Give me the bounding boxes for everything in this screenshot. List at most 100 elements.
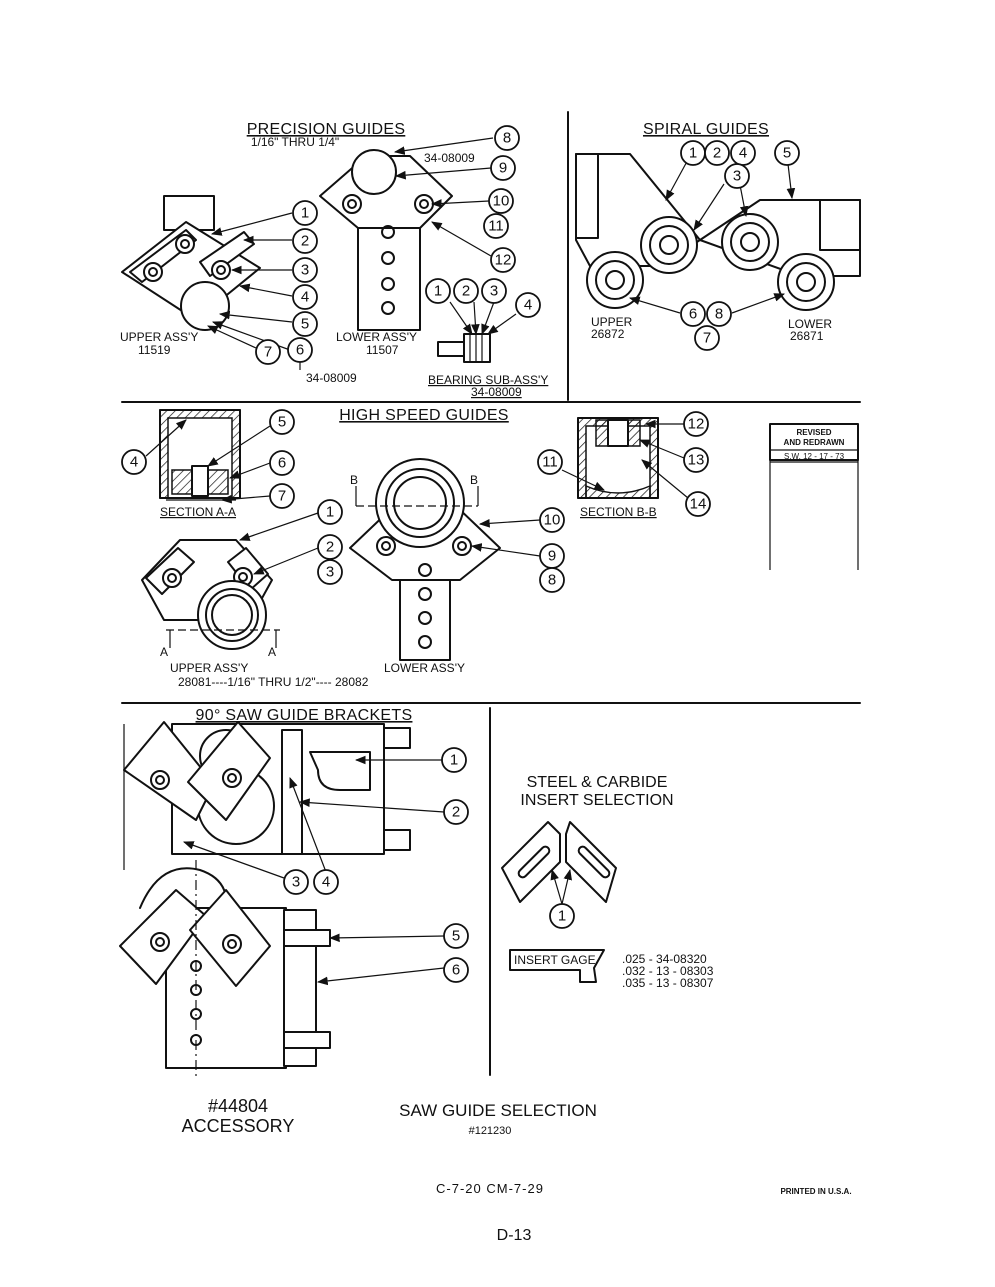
label-text: 1 (326, 504, 334, 521)
callout-3 (292, 257, 318, 283)
label-text: 1 (450, 752, 458, 769)
bracket-top (123, 721, 411, 870)
label-text: 2 (301, 233, 309, 250)
callout-circle (683, 411, 709, 437)
precision-upper-assembly (121, 195, 261, 331)
label-text: 3 (733, 168, 741, 185)
label-text: 5 (278, 414, 286, 431)
label-text: 4 (301, 289, 309, 306)
label-text: 6 (296, 342, 304, 359)
label-text: 10 (493, 193, 510, 210)
callout-circle (317, 559, 343, 585)
label-text: 4 (739, 145, 747, 162)
callout-circle (694, 325, 720, 351)
accessory-label: ACCESSORY (182, 1116, 295, 1136)
bracket-title: 90° SAW GUIDE BRACKETS (196, 707, 413, 724)
callout-circle (121, 449, 147, 475)
bracket-section: 90° SAW GUIDE BRACKETS (119, 707, 469, 1136)
label-text: 8 (715, 306, 723, 323)
precision-lower-assembly (319, 149, 453, 331)
precision-upper-label: UPPER ASS'Y (120, 330, 198, 344)
bracket-callouts: 1 2 3 4 5 6 (283, 747, 469, 983)
spiral-lower-label: LOWER (788, 317, 832, 331)
bearing-callout-2 (453, 278, 479, 304)
label-text: 3 (301, 262, 309, 279)
high-speed-leaders (145, 419, 689, 575)
label-text: 8 (503, 130, 511, 147)
callout-circle (313, 869, 339, 895)
section-dividers (121, 111, 861, 1076)
spiral-callouts: 1 2 4 5 3 6 8 7 (680, 140, 800, 351)
callout-circle (549, 903, 575, 929)
label-text: 12 (688, 416, 705, 433)
precision-title: PRECISION GUIDES (247, 121, 406, 138)
precision-top-part: 34-08009 (424, 151, 475, 165)
bearing-label: BEARING SUB-ASS'Y (428, 373, 548, 387)
label-text: 7 (264, 344, 272, 361)
callout-circle (443, 799, 469, 825)
callout-11 (483, 213, 509, 239)
hs-upper-label: UPPER ASS'Y (170, 661, 248, 675)
callout-circle (774, 140, 800, 166)
revision-line1: REVISED (796, 428, 831, 437)
label-text: 14 (690, 496, 707, 513)
label-text: 11 (542, 454, 558, 471)
callout-4 (292, 284, 318, 310)
callout-6 (287, 337, 313, 363)
callout-2 (292, 228, 318, 254)
label-text: 4 (524, 297, 532, 314)
revision-box: REVISED AND REDRAWN S.W. 12 - 17 - 73 (769, 423, 859, 570)
label-text: 4 (322, 874, 330, 891)
precision-guides-section: PRECISION GUIDES 1/16" THRU 1/4" (120, 121, 548, 399)
label-text: 3 (326, 564, 334, 581)
section-b-label: SECTION B-B (580, 505, 657, 519)
bearing-callout-3 (481, 278, 507, 304)
bracket-leaders (182, 755, 445, 986)
label-text: 6 (278, 455, 286, 472)
precision-upper-part: 11519 (138, 343, 171, 357)
callout-circle (537, 449, 563, 475)
revision-line3: S.W. 12 - 17 - 73 (784, 452, 845, 461)
callout-7 (255, 339, 281, 365)
callout-circle (724, 163, 750, 189)
footer-codes: C-7-20 CM-7-29 (436, 1181, 544, 1196)
label-text: 1 (558, 908, 566, 925)
callout-circle (317, 499, 343, 525)
callout-circle (443, 923, 469, 949)
callout-circle (706, 301, 732, 327)
letter-a-right: A (268, 645, 276, 659)
callout-8 (494, 125, 520, 151)
label-text: 2 (452, 804, 460, 821)
main-number: #121230 (469, 1125, 512, 1137)
spiral-rollers (586, 213, 835, 311)
hs-parts-line: 28081----1/16" THRU 1/2"---- 28082 (178, 675, 369, 689)
callout-circle (269, 483, 295, 509)
spiral-upper-part: 26872 (591, 327, 625, 341)
label-text: 13 (688, 452, 705, 469)
label-text: 6 (452, 962, 460, 979)
label-text: 6 (689, 306, 697, 323)
callout-circle (283, 869, 309, 895)
section-b-view (577, 417, 659, 499)
label-text: 12 (495, 252, 512, 269)
letter-a-left: A (160, 645, 168, 659)
gage-part-1: .025 - 34-08320 (622, 952, 707, 966)
label-text: 10 (544, 512, 561, 529)
callout-circle (539, 567, 565, 593)
spiral-guides-section: SPIRAL GUIDES 1 2 4 5 3 6 8 7 UPP (575, 121, 861, 351)
precision-bottom-part: 34-08009 (306, 371, 357, 385)
bearing-sub-assembly (437, 333, 491, 363)
footer: SAW GUIDE SELECTION #121230 C-7-20 CM-7-… (399, 1101, 851, 1244)
insert-section: STEEL & CARBIDE INSERT SELECTION 1 INSER… (501, 774, 714, 990)
label-text: 3 (292, 874, 300, 891)
callout-10 (488, 188, 514, 214)
label-text: 2 (462, 283, 470, 300)
section-a-label: SECTION A-A (160, 505, 236, 519)
bracket-bottom (119, 860, 331, 1076)
letter-b-left: B (350, 473, 358, 487)
precision-subtitle: 1/16" THRU 1/4" (251, 135, 339, 149)
high-speed-section: HIGH SPEED GUIDES SECTION A-A SECTION B-… (121, 407, 711, 689)
letter-b-right: B (470, 473, 478, 487)
